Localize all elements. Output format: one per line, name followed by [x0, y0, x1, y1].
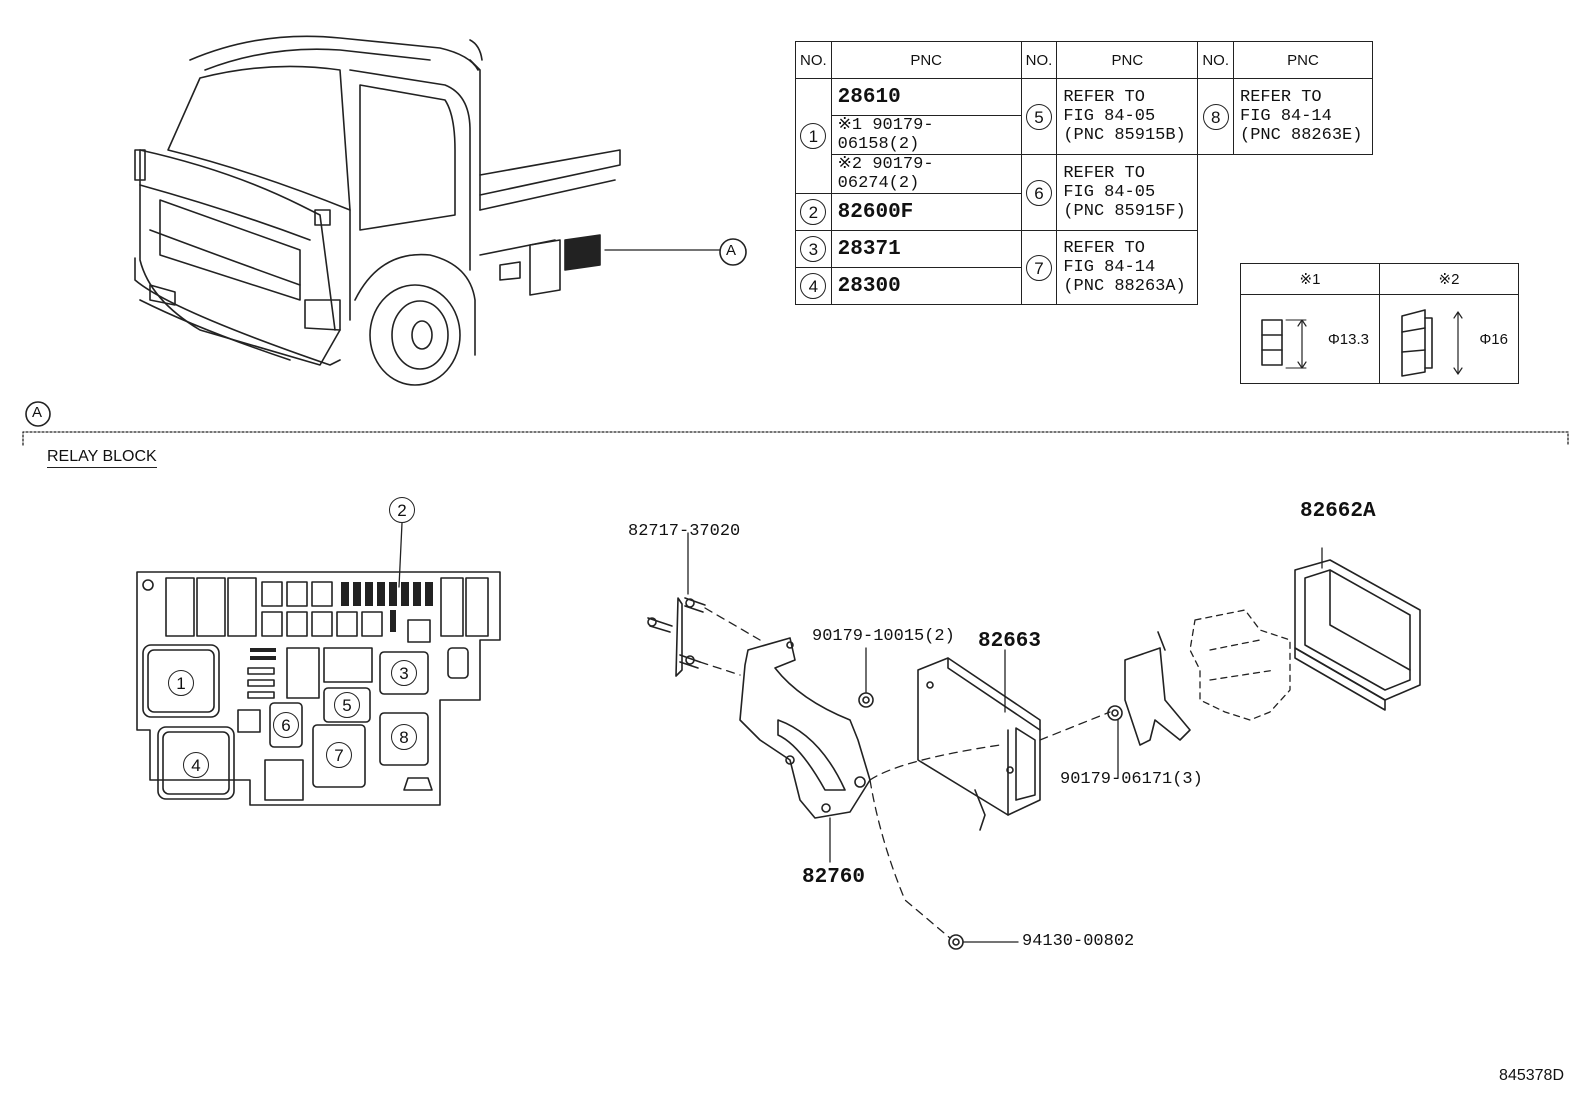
bolt-size-table: ※1 ※2 Φ13.3 Φ16: [1240, 263, 1519, 384]
row-7-no: 7: [1020, 230, 1058, 305]
row-4-pnc: 28300: [830, 267, 1022, 305]
item-2-callout: 2: [800, 199, 827, 225]
location-marker-circle: [719, 238, 747, 266]
relay-block-title: RELAY BLOCK: [47, 448, 157, 468]
row-6-no: 6: [1020, 154, 1058, 231]
truck-illustration: [134, 35, 721, 386]
item-8-callout: 8: [1202, 103, 1229, 130]
relay-callout-4: 4: [183, 752, 209, 778]
row-8-ref: REFER TO FIG 84-14 (PNC 88263E): [1233, 78, 1374, 155]
relay-callout-8: 8: [391, 724, 417, 750]
part-label-90179-10015: 90179-10015(2): [812, 627, 955, 646]
part-label-90179-06171: 90179-06171(3): [1060, 770, 1203, 789]
bolt-2-cell: Φ16: [1379, 294, 1519, 384]
location-marker-letter: A: [726, 242, 737, 259]
row-2-no: 2: [795, 193, 832, 231]
col-header-pnc: PNC: [830, 41, 1022, 79]
row-1-star2: ※2 90179-06274(2): [830, 154, 1022, 194]
bolt-1-cell: Φ13.3: [1240, 294, 1380, 384]
row-7-ref: REFER TO FIG 84-14 (PNC 88263A): [1056, 230, 1199, 305]
exploded-parts-drawing: [647, 532, 1421, 950]
col-header-no: NO.: [1197, 41, 1235, 79]
row-1-pnc: 28610: [830, 78, 1022, 116]
part-label-82662a: 82662A: [1300, 500, 1376, 523]
item-3-callout: 3: [800, 236, 827, 262]
row-8-no: 8: [1197, 78, 1235, 155]
section-marker-letter: A: [32, 404, 43, 421]
row-5-ref: REFER TO FIG 84-05 (PNC 85915B): [1056, 78, 1199, 155]
row-1-no: 1: [795, 78, 832, 194]
item-7-callout: 7: [1026, 254, 1052, 281]
col-header-pnc: PNC: [1233, 41, 1374, 79]
item-1-callout: 1: [800, 123, 827, 149]
bolt-2-dim: Φ16: [1479, 330, 1508, 348]
col-header-no: NO.: [1020, 41, 1058, 79]
row-5-no: 5: [1020, 78, 1058, 155]
row-3-pnc: 28371: [830, 230, 1022, 268]
row-2-pnc: 82600F: [830, 193, 1022, 231]
col-header-pnc: PNC: [1056, 41, 1199, 79]
relay-callout-2: 2: [389, 497, 415, 523]
relay-block-drawing: [136, 522, 501, 806]
part-label-82663: 82663: [978, 630, 1042, 653]
item-4-callout: 4: [800, 273, 827, 299]
part-label-82760: 82760: [802, 866, 866, 889]
section-marker-circle: [25, 401, 51, 427]
part-label-94130-00802: 94130-00802: [1022, 932, 1135, 951]
part-label-82717-37020: 82717-37020: [628, 522, 741, 541]
pnc-table: NO. PNC NO. PNC NO. PNC 1 28610 5 REFER …: [795, 41, 1374, 305]
relay-callout-7: 7: [326, 742, 352, 768]
bolt-2-header: ※2: [1379, 263, 1519, 295]
relay-callout-5: 5: [334, 692, 360, 718]
row-1-star1: ※1 90179-06158(2): [830, 115, 1022, 155]
col-header-no: NO.: [795, 41, 832, 79]
relay-callout-1: 1: [168, 670, 194, 696]
row-3-no: 3: [795, 230, 832, 268]
row-6-ref: REFER TO FIG 84-05 (PNC 85915F): [1056, 154, 1199, 231]
row-4-no: 4: [795, 267, 832, 305]
relay-callout-6: 6: [273, 712, 299, 738]
item-5-callout: 5: [1026, 103, 1052, 130]
relay-callout-3: 3: [391, 660, 417, 686]
figure-id: 845378D: [1499, 1067, 1564, 1084]
item-6-callout: 6: [1026, 179, 1052, 206]
bolt-1-dim: Φ13.3: [1327, 330, 1369, 348]
bolt-1-header: ※1: [1240, 263, 1380, 295]
